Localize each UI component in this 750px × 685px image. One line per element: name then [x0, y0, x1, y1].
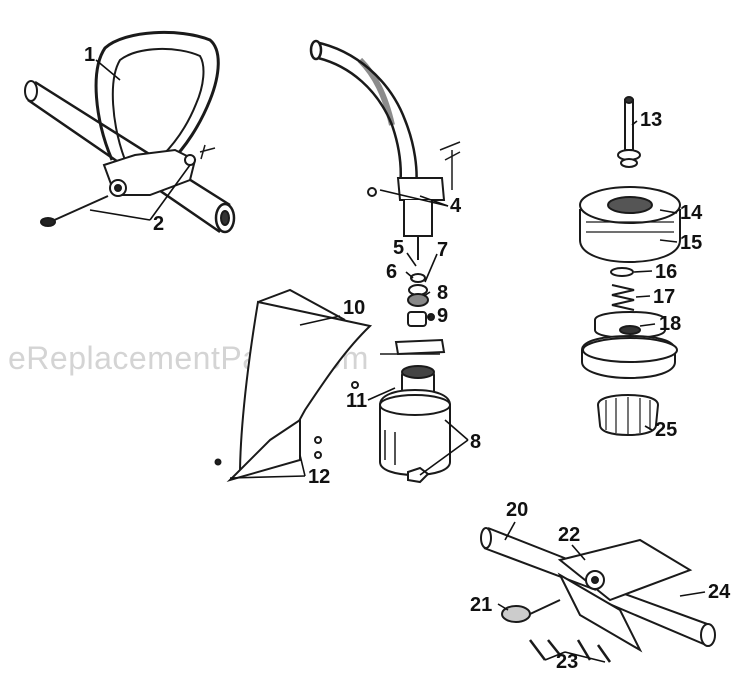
callout-12: 12: [308, 466, 331, 488]
callout-1: 1: [84, 44, 96, 66]
guard-shield: [214, 288, 446, 483]
callout-24: 24: [708, 581, 731, 603]
callout-7: 7: [437, 239, 449, 261]
loop-handle-assembly: [24, 31, 236, 234]
callout-9: 9: [437, 305, 449, 327]
callout-18: 18: [659, 313, 682, 335]
callout-22: 22: [558, 524, 581, 546]
callout-5: 5: [393, 237, 405, 259]
gear-stack: [407, 273, 435, 327]
callout-11: 11: [346, 390, 368, 412]
callout-15: 15: [680, 232, 703, 254]
leader-lines: [89, 59, 706, 663]
callout-17: 17: [653, 286, 676, 308]
callout-4: 4: [450, 195, 462, 217]
callout-14: 14: [680, 202, 703, 224]
callout-23: 23: [556, 651, 579, 673]
callout-16: 16: [655, 261, 678, 283]
shaft-clamp-bracket: [367, 141, 461, 260]
coupler-assembly: [480, 527, 716, 663]
callout-21: 21: [470, 594, 493, 616]
callout-8-lower: 8: [470, 431, 482, 453]
callout-2: 2: [153, 213, 165, 235]
gear-head-housing: [351, 365, 451, 484]
callout-10: 10: [343, 297, 366, 319]
callout-20: 20: [506, 499, 529, 521]
curved-shaft: [309, 39, 418, 189]
trimmer-head-assembly: [579, 96, 681, 437]
callout-6: 6: [386, 261, 398, 283]
callout-25: 25: [655, 419, 678, 441]
callout-13: 13: [640, 109, 663, 131]
callout-8-upper: 8: [437, 282, 449, 304]
